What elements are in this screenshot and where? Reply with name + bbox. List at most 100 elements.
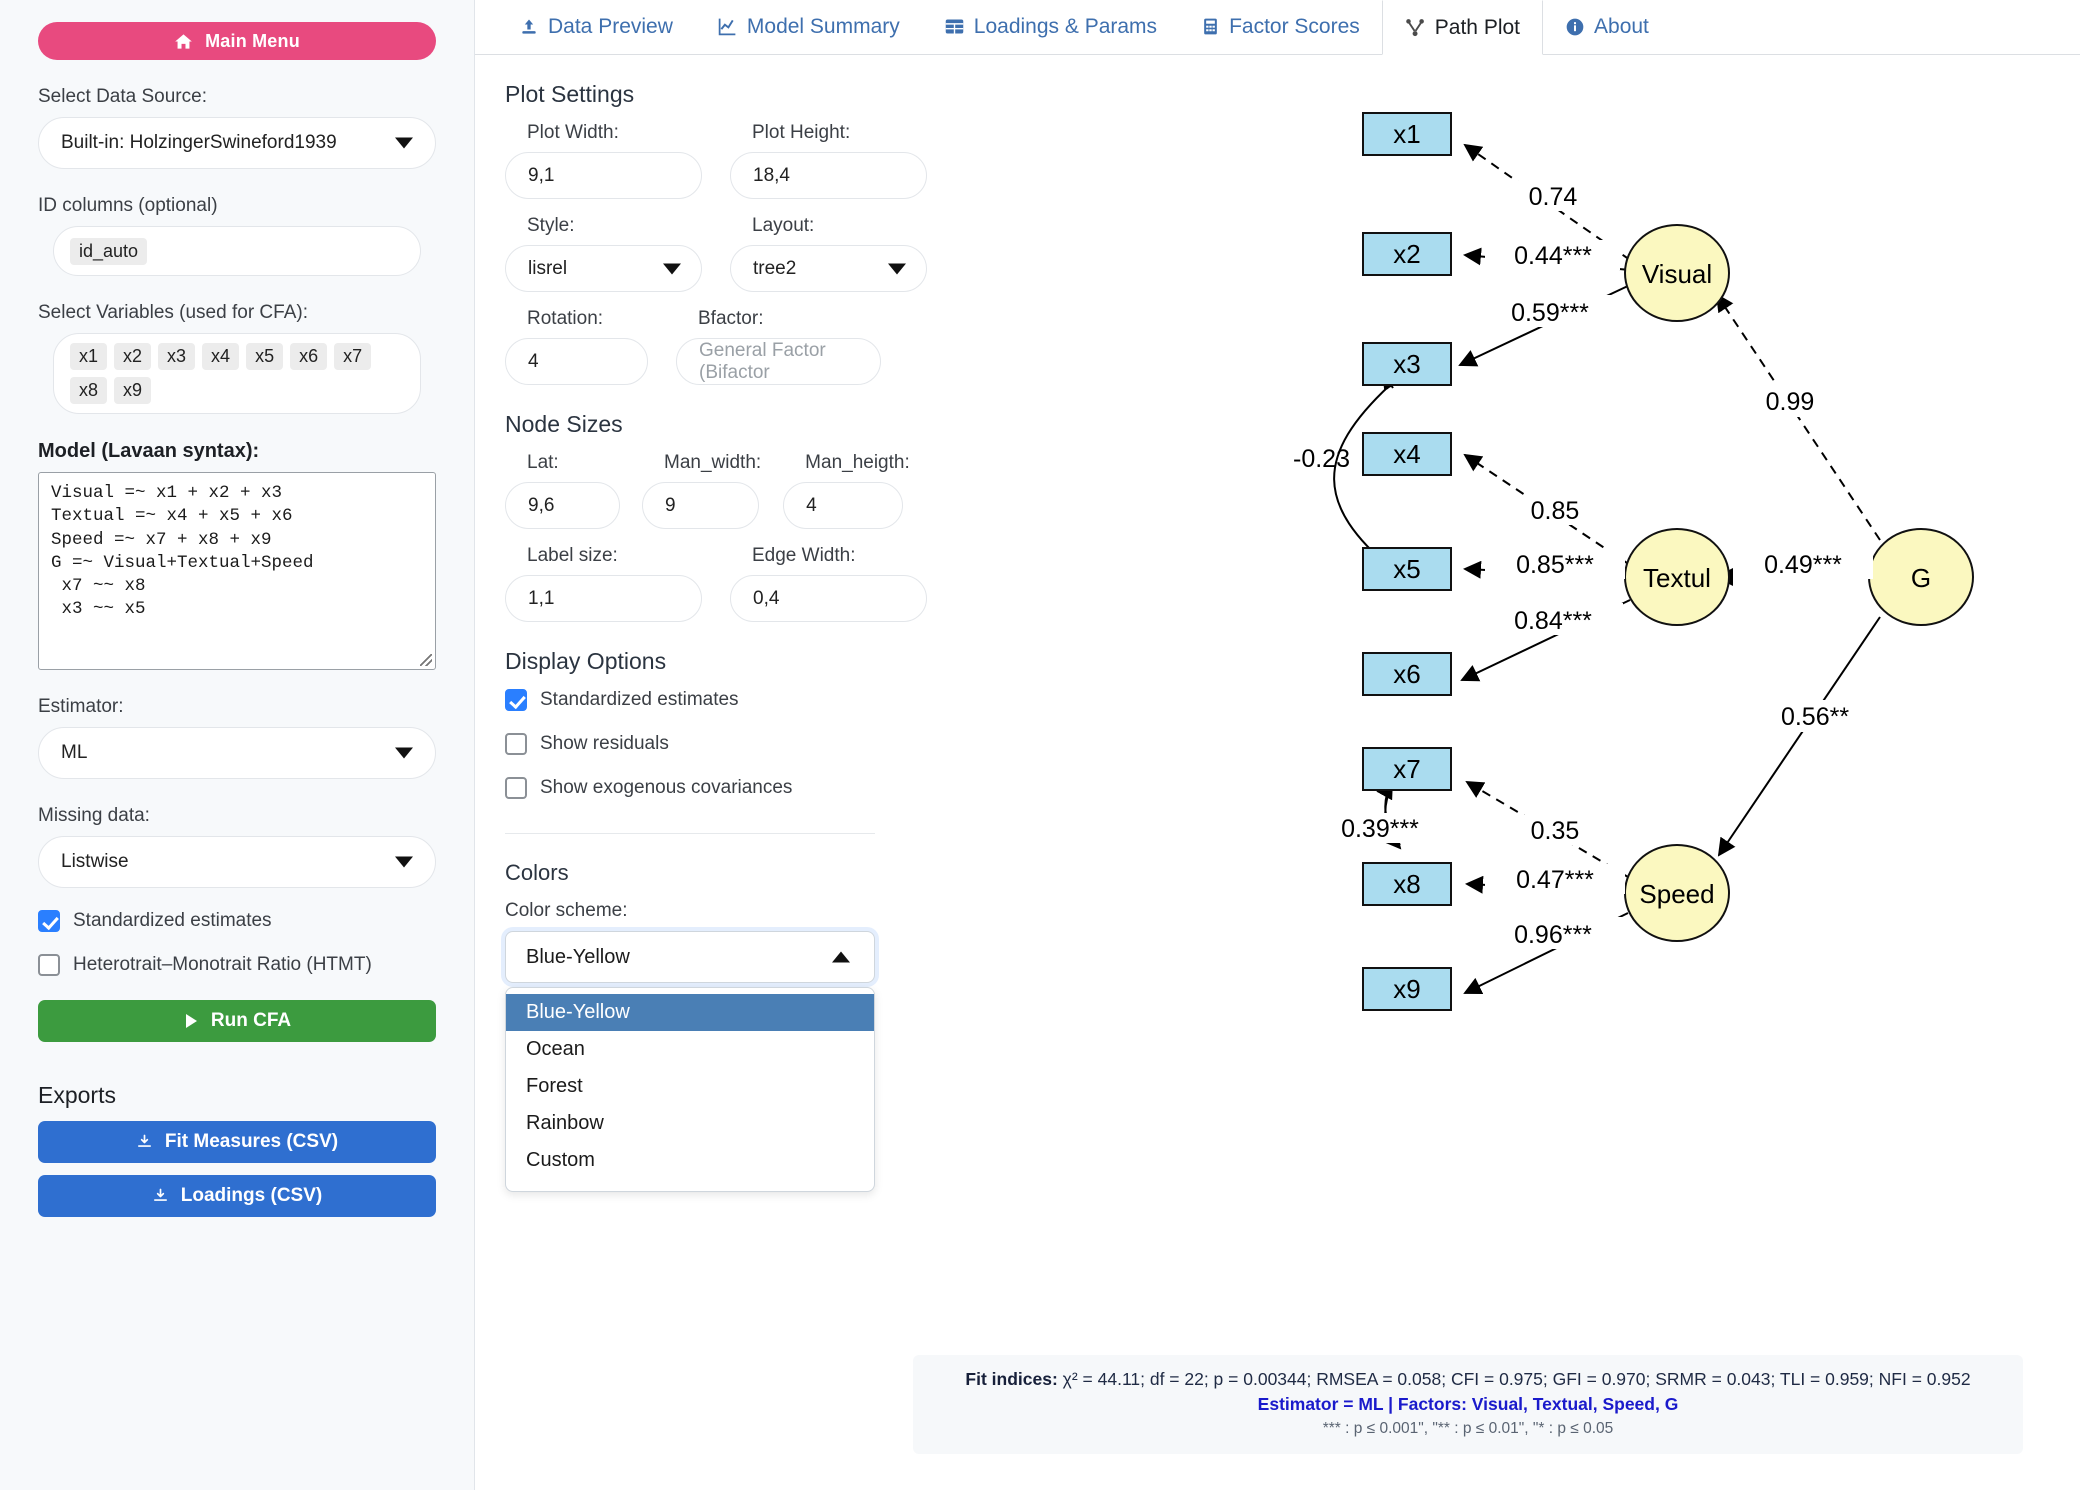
model-syntax-textarea[interactable]: Visual =~ x1 + x2 + x3 Textual =~ x4 + x… (38, 472, 436, 670)
color-scheme-select[interactable]: Blue-Yellow (505, 931, 875, 983)
option-exogenous-checkbox[interactable] (505, 777, 527, 799)
chevron-down-icon (395, 137, 413, 149)
path-diagram-area: x1 x2 x3 x4 (895, 55, 2080, 1490)
lat-input[interactable]: 9,6 (505, 482, 620, 529)
option-residuals-row[interactable]: Show residuals (505, 733, 895, 755)
man-width-label: Man_width: (664, 452, 762, 473)
option-residuals-label: Show residuals (540, 733, 669, 754)
estimator-label: Estimator: (38, 696, 124, 717)
tab-about[interactable]: About (1543, 0, 1671, 54)
edge-label-visual-x3: 0.59*** (1511, 299, 1589, 327)
plot-width-label: Plot Width: (527, 122, 619, 143)
variables-label: Select Variables (used for CFA): (38, 302, 308, 323)
node-speed: Speed (1624, 844, 1730, 942)
token-x8[interactable]: x8 (70, 377, 108, 404)
edge-label-g-textual: 0.49*** (1764, 551, 1842, 579)
fit-indices-box: Fit indices: χ² = 44.11; df = 22; p = 0.… (913, 1355, 2023, 1455)
run-cfa-button[interactable]: Run CFA (38, 1000, 436, 1042)
edge-label-textual-x6: 0.84*** (1514, 607, 1592, 635)
option-residuals-checkbox[interactable] (505, 733, 527, 755)
color-scheme-dropdown-menu: Blue-Yellow Ocean Forest Rainbow Custom (505, 987, 875, 1192)
token-x4[interactable]: x4 (202, 343, 240, 370)
option-standardized-checkbox[interactable] (505, 689, 527, 711)
color-option-rainbow[interactable]: Rainbow (526, 1112, 604, 1134)
token-x1[interactable]: x1 (70, 343, 108, 370)
edge-g-visual (1715, 293, 1881, 541)
rotation-input[interactable]: 4 (505, 338, 648, 385)
man-height-input[interactable]: 4 (783, 482, 904, 529)
table-icon (944, 16, 965, 37)
tab-model-summary[interactable]: Model Summary (695, 0, 922, 54)
tab-loadings-params[interactable]: Loadings & Params (922, 0, 1179, 54)
node-x4: x4 (1362, 432, 1452, 476)
rotation-label: Rotation: (527, 308, 604, 329)
export-fit-measures-button[interactable]: Fit Measures (CSV) (38, 1121, 436, 1163)
token-x5[interactable]: x5 (246, 343, 284, 370)
svg-text:Speed: Speed (1639, 879, 1714, 909)
color-option-blue-yellow[interactable]: Blue-Yellow (506, 994, 874, 1031)
tab-path-plot[interactable]: Path Plot (1381, 0, 1544, 55)
main-menu-label: Main Menu (205, 30, 300, 51)
fit-indices-values: χ² = 44.11; df = 22; p = 0.00344; RMSEA … (1057, 1369, 1971, 1389)
edge-width-input[interactable]: 0,4 (730, 575, 927, 622)
path-plot-panel: Plot Settings Plot Width: 9,1 Plot Heigh… (475, 55, 2080, 1490)
edge-width-label: Edge Width: (752, 545, 856, 566)
upload-icon (519, 17, 539, 37)
main-menu-button[interactable]: Main Menu (38, 22, 436, 60)
data-source-select[interactable]: Built-in: HolzingerSwineford1939 (38, 117, 436, 169)
man-width-input[interactable]: 9 (642, 482, 759, 529)
display-options-header: Display Options (505, 648, 667, 674)
token-x6[interactable]: x6 (290, 343, 328, 370)
color-scheme-label: Color scheme: (505, 900, 628, 921)
edge-label-textual-x5: 0.85*** (1516, 551, 1594, 579)
token-x2[interactable]: x2 (114, 343, 152, 370)
export-loadings-button[interactable]: Loadings (CSV) (38, 1175, 436, 1217)
colors-header: Colors (505, 860, 569, 885)
svg-text:Textul: Textul (1643, 563, 1711, 593)
tab-bar: Data Preview Model Summary Loadings & Pa… (475, 0, 2080, 55)
option-standardized-row[interactable]: Standardized estimates (505, 689, 895, 711)
htmt-checkbox[interactable] (38, 954, 60, 976)
color-option-forest[interactable]: Forest (526, 1075, 583, 1097)
download-icon (137, 1134, 151, 1147)
path-plot-icon (1405, 17, 1426, 38)
option-exogenous-row[interactable]: Show exogenous covariances (505, 777, 895, 799)
variables-input[interactable]: x1 x2 x3 x4 x5 x6 x7 x8 x9 (53, 333, 421, 414)
svg-text:x7: x7 (1393, 754, 1420, 784)
download-icon (153, 1188, 167, 1201)
plot-height-input[interactable]: 18,4 (730, 152, 927, 199)
layout-value: tree2 (753, 257, 797, 279)
token-x9[interactable]: x9 (114, 377, 152, 404)
bfactor-field: Bfactor: General Factor (Bifactor (676, 308, 881, 385)
info-icon (1565, 17, 1585, 37)
plot-width-field: Plot Width: 9,1 (505, 122, 702, 199)
color-option-ocean[interactable]: Ocean (526, 1038, 585, 1060)
token-x7[interactable]: x7 (334, 343, 372, 370)
tab-factor-scores[interactable]: Factor Scores (1179, 0, 1382, 54)
label-size-input[interactable]: 1,1 (505, 575, 702, 622)
color-option-custom[interactable]: Custom (526, 1149, 595, 1171)
plot-settings-header: Plot Settings (505, 81, 635, 107)
svg-text:Visual: Visual (1642, 259, 1712, 289)
significance-legend: *** : p ≤ 0.001", "** : p ≤ 0.01", "* : … (1322, 1419, 1614, 1437)
plot-height-label: Plot Height: (752, 122, 851, 143)
missing-data-select[interactable]: Listwise (38, 836, 436, 888)
tab-data-preview[interactable]: Data Preview (497, 0, 695, 54)
layout-select[interactable]: tree2 (730, 245, 927, 292)
plot-width-input[interactable]: 9,1 (505, 152, 702, 199)
chevron-down-icon (395, 856, 413, 868)
id-columns-input[interactable]: id_auto (53, 226, 421, 276)
tab-label: Model Summary (746, 14, 900, 38)
style-select[interactable]: lisrel (505, 245, 702, 292)
edge-width-field: Edge Width: 0,4 (730, 545, 927, 622)
bfactor-input[interactable]: General Factor (Bifactor (676, 338, 881, 385)
sidebar-htmt-row[interactable]: Heterotrait–Monotrait Ratio (HTMT) (38, 954, 436, 976)
svg-text:x5: x5 (1393, 554, 1420, 584)
edge-label-speed-x8: 0.47*** (1516, 866, 1594, 894)
estimator-select[interactable]: ML (38, 727, 436, 779)
token-x3[interactable]: x3 (158, 343, 196, 370)
standardized-checkbox[interactable] (38, 910, 60, 932)
sidebar-standardized-row[interactable]: Standardized estimates (38, 910, 436, 932)
token-id-auto[interactable]: id_auto (70, 237, 148, 265)
